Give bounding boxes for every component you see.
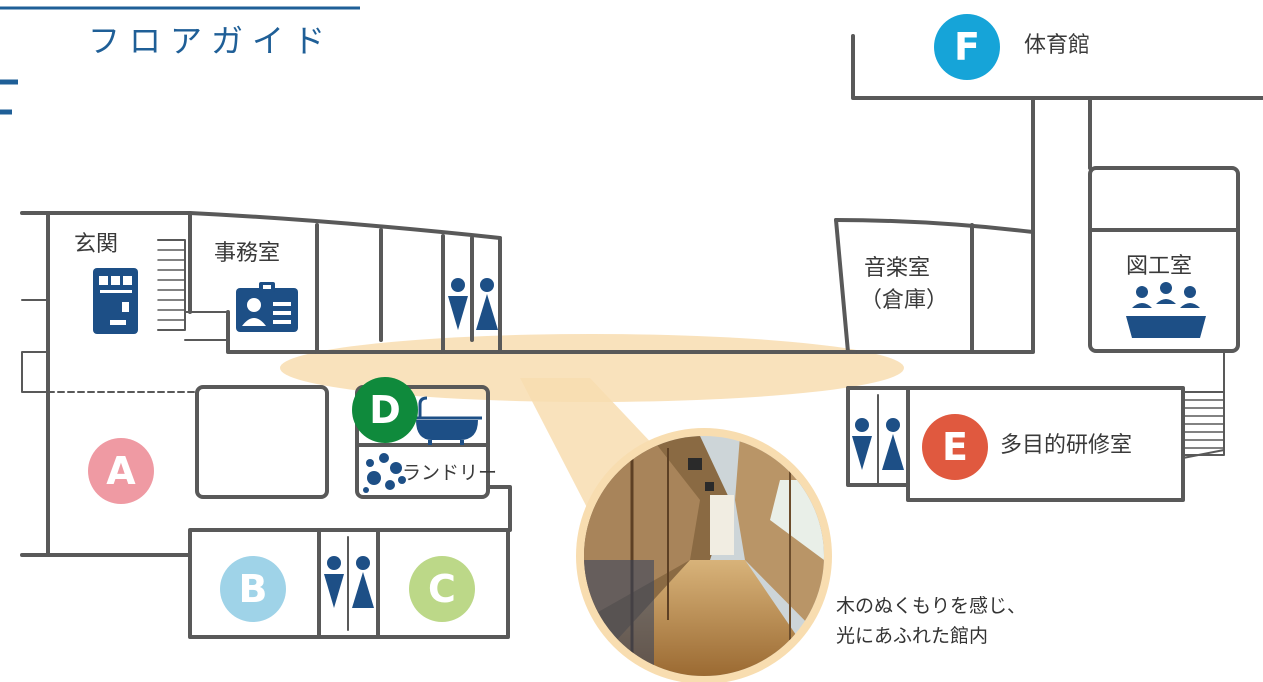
restroom-icon (324, 556, 374, 608)
badge-a: A (88, 438, 154, 504)
room-label-art: 図工室 (1126, 254, 1193, 279)
caption-line-1: 木のぬくもりを感じ、 (836, 595, 1027, 617)
caption-line-2: 光にあふれた館内 (836, 625, 989, 647)
photo-caption: 木のぬくもりを感じ、 光にあふれた館内 (836, 591, 1026, 651)
vending-machine-icon (93, 268, 138, 334)
badge-c: C (409, 556, 475, 622)
badge-d: D (352, 377, 418, 443)
restroom-icon (448, 278, 498, 330)
group-meeting-icon (1126, 282, 1206, 338)
corridor-photo (576, 428, 832, 682)
room-label-office: 事務室 (214, 241, 281, 266)
badge-e: E (922, 414, 988, 480)
room-label-music: 音楽室 (864, 256, 931, 281)
room-label-entrance: 玄関 (74, 232, 119, 257)
title-mark (0, 79, 18, 115)
bathtub-icon (410, 396, 482, 445)
room-label-gym: 体育館 (1024, 33, 1091, 58)
id-card-icon (236, 282, 298, 332)
room-label-music-sub: （倉庫） (860, 288, 949, 313)
room-label-multipurpose: 多目的研修室 (1000, 433, 1133, 458)
laundry-bubbles-icon (363, 453, 406, 493)
badge-b: B (220, 556, 286, 622)
page-title: フロアガイド (88, 22, 335, 60)
building-walls (20, 34, 1263, 639)
badge-f: F (934, 14, 1000, 80)
room-label-laundry: ランドリー (402, 462, 498, 484)
restroom-icon (852, 418, 904, 470)
